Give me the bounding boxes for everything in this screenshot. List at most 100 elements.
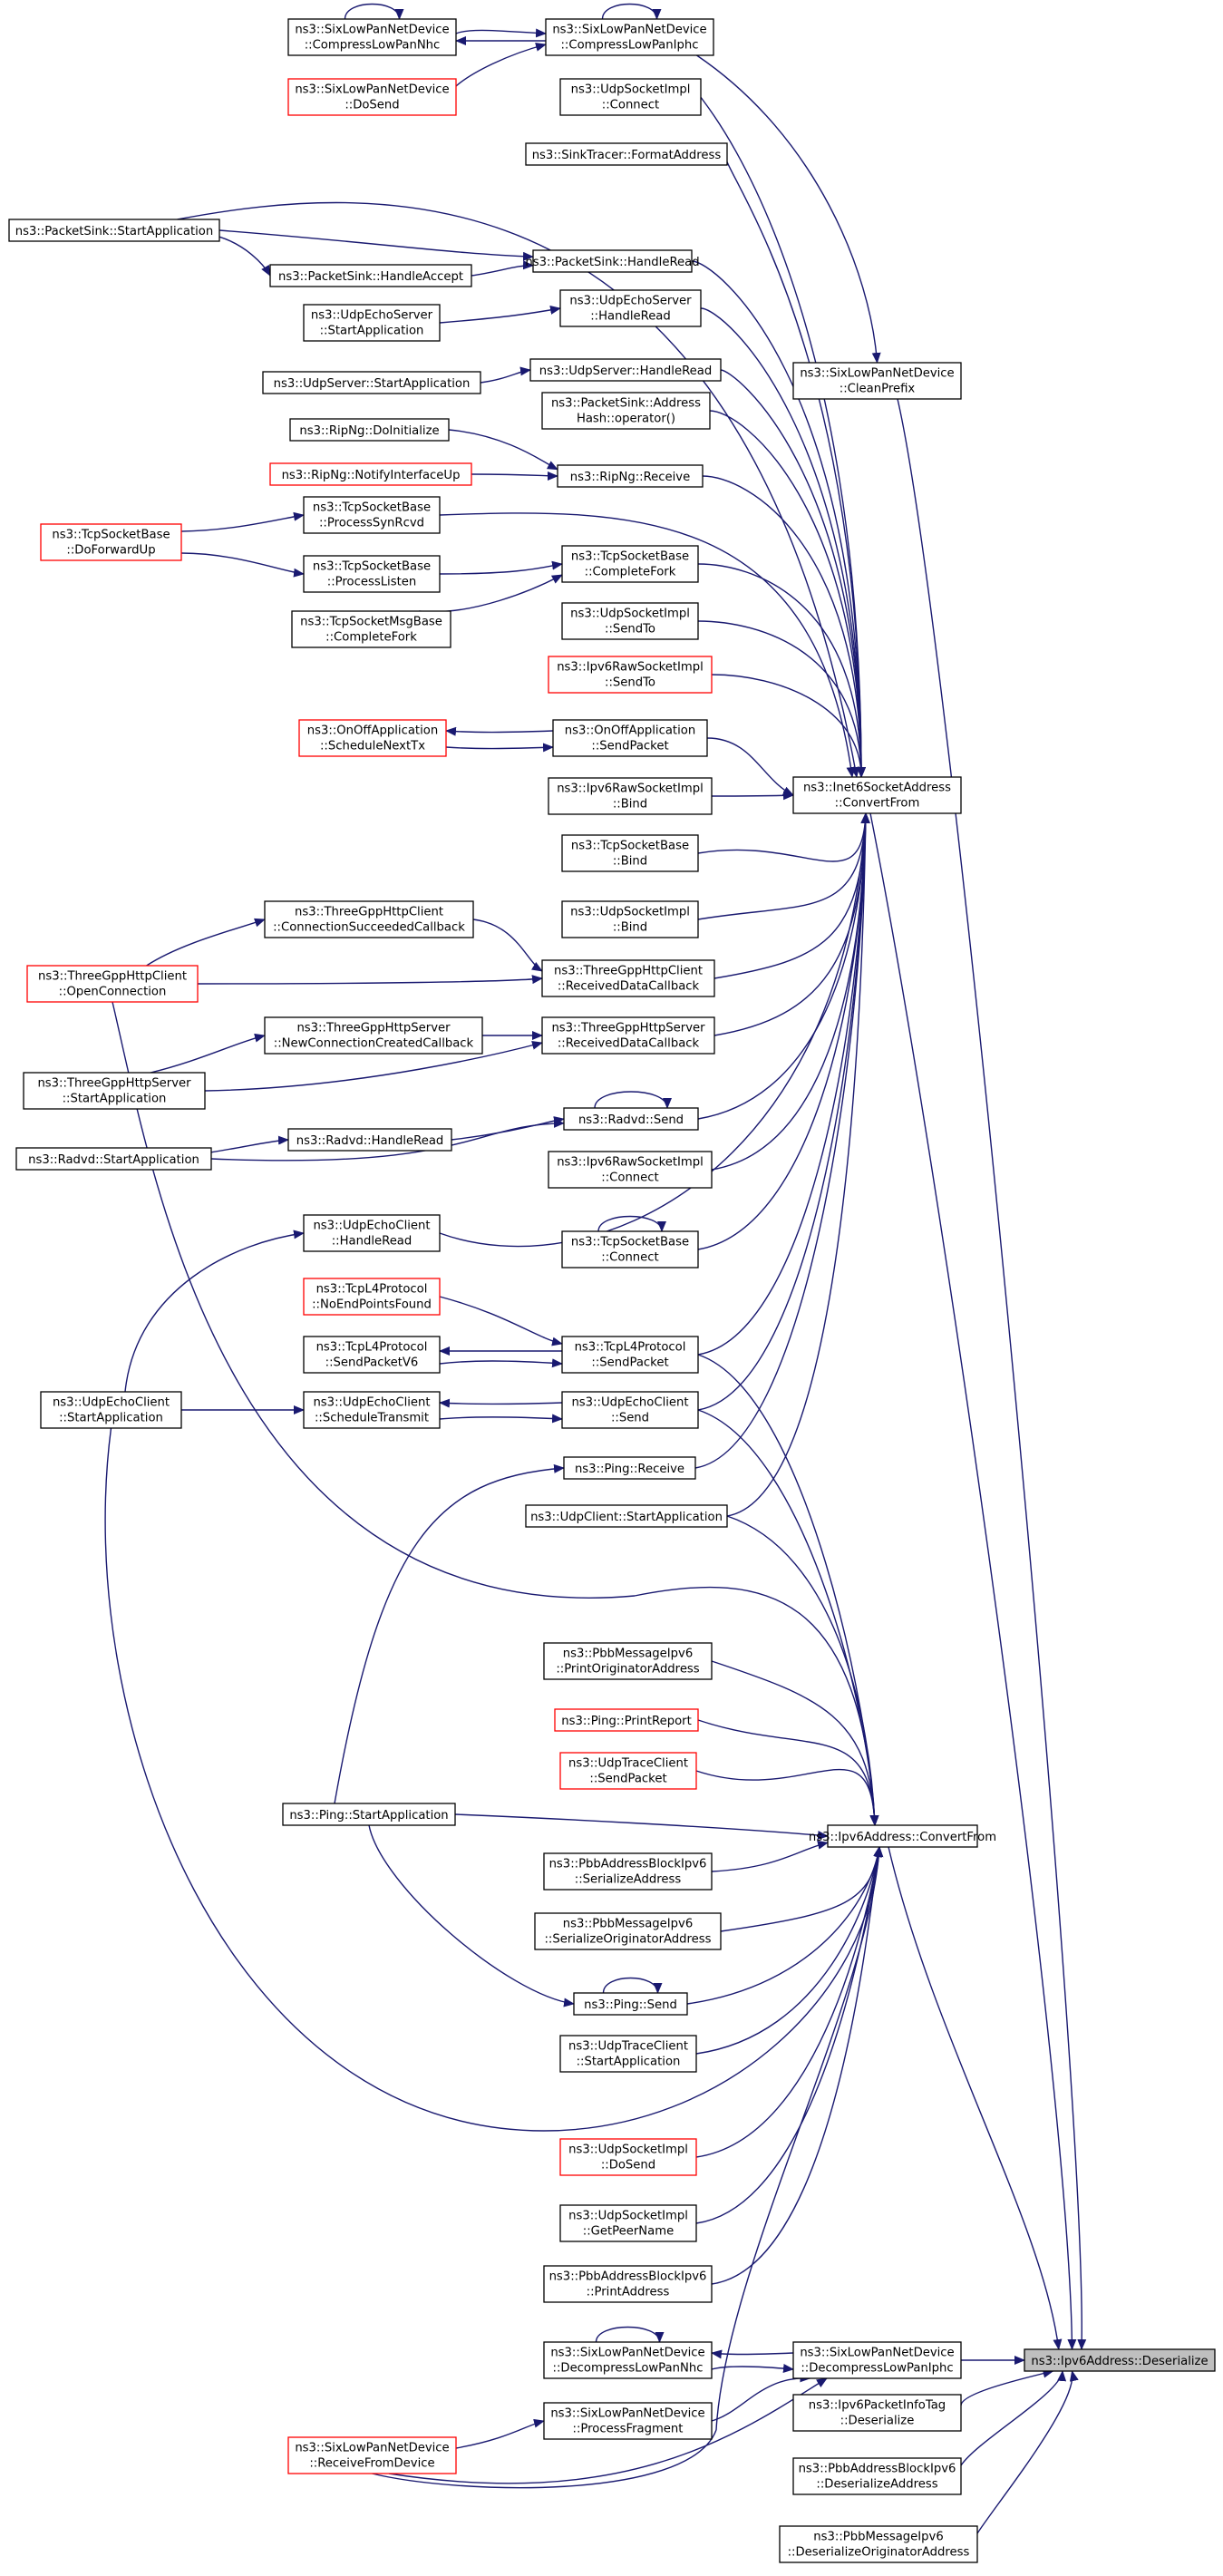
node-udpconnect[interactable]: ns3::UdpSocketImpl::Connect bbox=[559, 78, 702, 116]
node-decompiphc[interactable]: ns3::SixLowPanNetDevice::DecompressLowPa… bbox=[792, 2341, 962, 2379]
node-pktsinkaccept[interactable]: ns3::PacketSink::HandleAccept bbox=[269, 264, 472, 287]
node-onoffnext[interactable]: ns3::OnOffApplication::ScheduleNextTx bbox=[298, 719, 447, 757]
node-box bbox=[262, 371, 481, 394]
node-httpsrvnewconn[interactable]: ns3::ThreeGppHttpServer::NewConnectionCr… bbox=[264, 1016, 483, 1055]
node-sinktracer[interactable]: ns3::SinkTracer::FormatAddress bbox=[525, 142, 728, 166]
node-decompnhc[interactable]: ns3::SixLowPanNetDevice::DecompressLowPa… bbox=[543, 2341, 713, 2379]
node-pktsinkstart[interactable]: ns3::PacketSink::StartApplication bbox=[8, 219, 220, 242]
node-radvdread[interactable]: ns3::Radvd::HandleRead bbox=[287, 1128, 452, 1152]
node-label: ::ProcessSynRcvd bbox=[319, 517, 424, 530]
node-echoclistart[interactable]: ns3::UdpEchoClient::StartApplication bbox=[40, 1391, 182, 1429]
node-box bbox=[561, 834, 699, 872]
edge-compnhc-compiphc bbox=[455, 28, 547, 38]
node-box bbox=[303, 1336, 441, 1374]
edge-inet6-deser bbox=[869, 812, 1077, 2350]
node-tracestart[interactable]: ns3::UdpTraceClient::StartApplication bbox=[559, 2035, 697, 2073]
edge-pingsend-self bbox=[602, 1977, 663, 1994]
node-label: ::SendPacketV6 bbox=[325, 1356, 419, 1370]
node-rawsendto[interactable]: ns3::Ipv6RawSocketImpl::SendTo bbox=[548, 656, 713, 694]
node-radvdsend[interactable]: ns3::Radvd::Send bbox=[563, 1107, 699, 1131]
node-udppeer[interactable]: ns3::UdpSocketImpl::GetPeerName bbox=[559, 2204, 697, 2242]
node-dosend6lp[interactable]: ns3::SixLowPanNetDevice::DoSend bbox=[287, 78, 457, 116]
node-box bbox=[303, 1214, 441, 1252]
node-pbbprintaddr[interactable]: ns3::PbbAddressBlockIpv6::PrintAddress bbox=[543, 2265, 713, 2303]
edge-radvdread-radvdsend bbox=[451, 1116, 565, 1141]
node-httpconnsucc[interactable]: ns3::ThreeGppHttpClient::ConnectionSucce… bbox=[264, 900, 474, 938]
node-echoclisched[interactable]: ns3::UdpEchoClient::ScheduleTransmit bbox=[303, 1391, 441, 1429]
node-udpbind[interactable]: ns3::UdpSocketImpl::Bind bbox=[561, 900, 699, 938]
node-onoffsend[interactable]: ns3::OnOffApplication::SendPacket bbox=[552, 719, 708, 757]
node-label: ns3::SixLowPanNetDevice bbox=[550, 2407, 704, 2421]
node-tcpl4send[interactable]: ns3::TcpL4Protocol::SendPacket bbox=[561, 1336, 699, 1374]
node-tcpfwd[interactable]: ns3::TcpSocketBase::DoForwardUp bbox=[40, 523, 182, 561]
node-tcpsynrcvd[interactable]: ns3::TcpSocketBase::ProcessSynRcvd bbox=[303, 496, 441, 534]
node-ripinit[interactable]: ns3::RipNg::DoInitialize bbox=[289, 418, 450, 442]
node-label: ns3::Ping::PrintReport bbox=[561, 1715, 692, 1728]
node-pbbdeserorig[interactable]: ns3::PbbMessageIpv6::DeserializeOriginat… bbox=[779, 2525, 978, 2563]
node-radvdstart[interactable]: ns3::Radvd::StartApplication bbox=[15, 1147, 212, 1171]
node-pbbprintorig[interactable]: ns3::PbbMessageIpv6::PrintOriginatorAddr… bbox=[543, 1642, 713, 1680]
node-inet6[interactable]: ns3::Inet6SocketAddress::ConvertFrom bbox=[792, 776, 962, 814]
node-httpsrvrecv[interactable]: ns3::ThreeGppHttpServer::ReceivedDataCal… bbox=[541, 1016, 715, 1055]
node-box bbox=[15, 1147, 212, 1171]
node-ipv6conv[interactable]: ns3::Ipv6Address::ConvertFrom bbox=[809, 1824, 996, 1848]
node-tcpbind[interactable]: ns3::TcpSocketBase::Bind bbox=[561, 834, 699, 872]
node-ripnotify[interactable]: ns3::RipNg::NotifyInterfaceUp bbox=[269, 462, 472, 486]
node-tcpsendv6[interactable]: ns3::TcpL4Protocol::SendPacketV6 bbox=[303, 1336, 441, 1374]
edge-pbbdeserorig-deser bbox=[976, 2370, 1079, 2534]
node-udpsendto[interactable]: ns3::UdpSocketImpl::SendTo bbox=[561, 602, 699, 640]
node-box bbox=[529, 358, 722, 382]
node-pktsinkread[interactable]: ns3::PacketSink::HandleRead bbox=[525, 249, 700, 273]
node-udpsrvread[interactable]: ns3::UdpServer::HandleRead bbox=[529, 358, 722, 382]
node-tcplisten[interactable]: ns3::TcpSocketBase::ProcessListen bbox=[303, 555, 441, 593]
node-label: ::SendPacket bbox=[589, 1773, 666, 1786]
node-httpsrvstart[interactable]: ns3::ThreeGppHttpServer::StartApplicatio… bbox=[23, 1072, 206, 1110]
edge-n_echoclisend-ipv6conv bbox=[697, 1409, 879, 1826]
node-label: ::SendTo bbox=[605, 676, 655, 690]
node-rawconnect[interactable]: ns3::Ipv6RawSocketImpl::Connect bbox=[548, 1151, 713, 1189]
node-echosrvstart[interactable]: ns3::UdpEchoServer::StartApplication bbox=[303, 304, 441, 342]
edge-tcpconnect-self bbox=[597, 1215, 666, 1232]
node-httpclirecv[interactable]: ns3::ThreeGppHttpClient::ReceivedDataCal… bbox=[541, 959, 715, 997]
node-echosrvread[interactable]: ns3::UdpEchoServer::HandleRead bbox=[559, 289, 702, 327]
node-tracesend[interactable]: ns3::UdpTraceClient::SendPacket bbox=[559, 1752, 697, 1790]
node-pingrecv[interactable]: ns3::Ping::Receive bbox=[563, 1456, 696, 1480]
node-pbbseraddr[interactable]: ns3::PbbAddressBlockIpv6::SerializeAddre… bbox=[543, 1852, 713, 1891]
node-label: ns3::Ipv6PacketInfoTag bbox=[809, 2399, 946, 2413]
node-pingreport[interactable]: ns3::Ping::PrintReport bbox=[554, 1708, 699, 1732]
node-procfrag[interactable]: ns3::SixLowPanNetDevice::ProcessFragment bbox=[543, 2402, 713, 2440]
node-box bbox=[792, 2341, 962, 2379]
node-udpsrvstart[interactable]: ns3::UdpServer::StartApplication bbox=[262, 371, 481, 394]
node-label: ns3::TcpL4Protocol bbox=[316, 1283, 428, 1297]
node-label: ::NoEndPointsFound bbox=[312, 1298, 432, 1312]
node-pingstart[interactable]: ns3::Ping::StartApplication bbox=[282, 1803, 456, 1826]
node-label: ::CleanPrefix bbox=[840, 383, 916, 396]
node-tcpfork[interactable]: ns3::TcpSocketBase::CompleteFork bbox=[561, 545, 699, 583]
node-echoclisend[interactable]: ns3::UdpEchoClient::Send bbox=[561, 1391, 699, 1429]
node-pkttag[interactable]: ns3::Ipv6PacketInfoTag::Deserialize bbox=[792, 2394, 962, 2432]
node-riprecv[interactable]: ns3::RipNg::Receive bbox=[557, 464, 704, 488]
node-udpdosend[interactable]: ns3::UdpSocketImpl::DoSend bbox=[559, 2138, 697, 2176]
node-compiphc[interactable]: ns3::SixLowPanNetDevice::CompressLowPanI… bbox=[545, 18, 714, 56]
node-tcpmsgfork[interactable]: ns3::TcpSocketMsgBase::CompleteFork bbox=[291, 610, 451, 648]
node-cleanprefix[interactable]: ns3::SixLowPanNetDevice::CleanPrefix bbox=[792, 362, 962, 400]
node-pingsend[interactable]: ns3::Ping::Send bbox=[573, 1992, 688, 2016]
node-rawbind[interactable]: ns3::Ipv6RawSocketImpl::Bind bbox=[548, 777, 713, 815]
node-tcpconnect[interactable]: ns3::TcpSocketBase::Connect bbox=[561, 1230, 699, 1269]
node-label: ns3::PbbAddressBlockIpv6 bbox=[549, 1858, 707, 1871]
node-pbbdeseraddr[interactable]: ns3::PbbAddressBlockIpv6::DeserializeAdd… bbox=[792, 2457, 962, 2495]
node-httpopen[interactable]: ns3::ThreeGppHttpClient::OpenConnection bbox=[26, 965, 199, 1003]
node-box bbox=[792, 2457, 962, 2495]
node-compnhc[interactable]: ns3::SixLowPanNetDevice::CompressLowPanN… bbox=[287, 18, 457, 56]
node-box bbox=[545, 18, 714, 56]
node-tcpnoend[interactable]: ns3::TcpL4Protocol::NoEndPointsFound bbox=[303, 1278, 441, 1316]
node-box bbox=[303, 496, 441, 534]
node-echocliread[interactable]: ns3::UdpEchoClient::HandleRead bbox=[303, 1214, 441, 1252]
edge-n_pktsinkread-inet6 bbox=[691, 260, 866, 778]
node-udpclistart[interactable]: ns3::UdpClient::StartApplication bbox=[525, 1504, 728, 1528]
node-label: ::DeserializeAddress bbox=[816, 2478, 937, 2492]
node-pbbserorig[interactable]: ns3::PbbMessageIpv6::SerializeOriginator… bbox=[534, 1912, 722, 1950]
node-label: ns3::Ping::Send bbox=[584, 1998, 677, 2012]
node-recvfromdev[interactable]: ns3::SixLowPanNetDevice::ReceiveFromDevi… bbox=[287, 2436, 457, 2474]
